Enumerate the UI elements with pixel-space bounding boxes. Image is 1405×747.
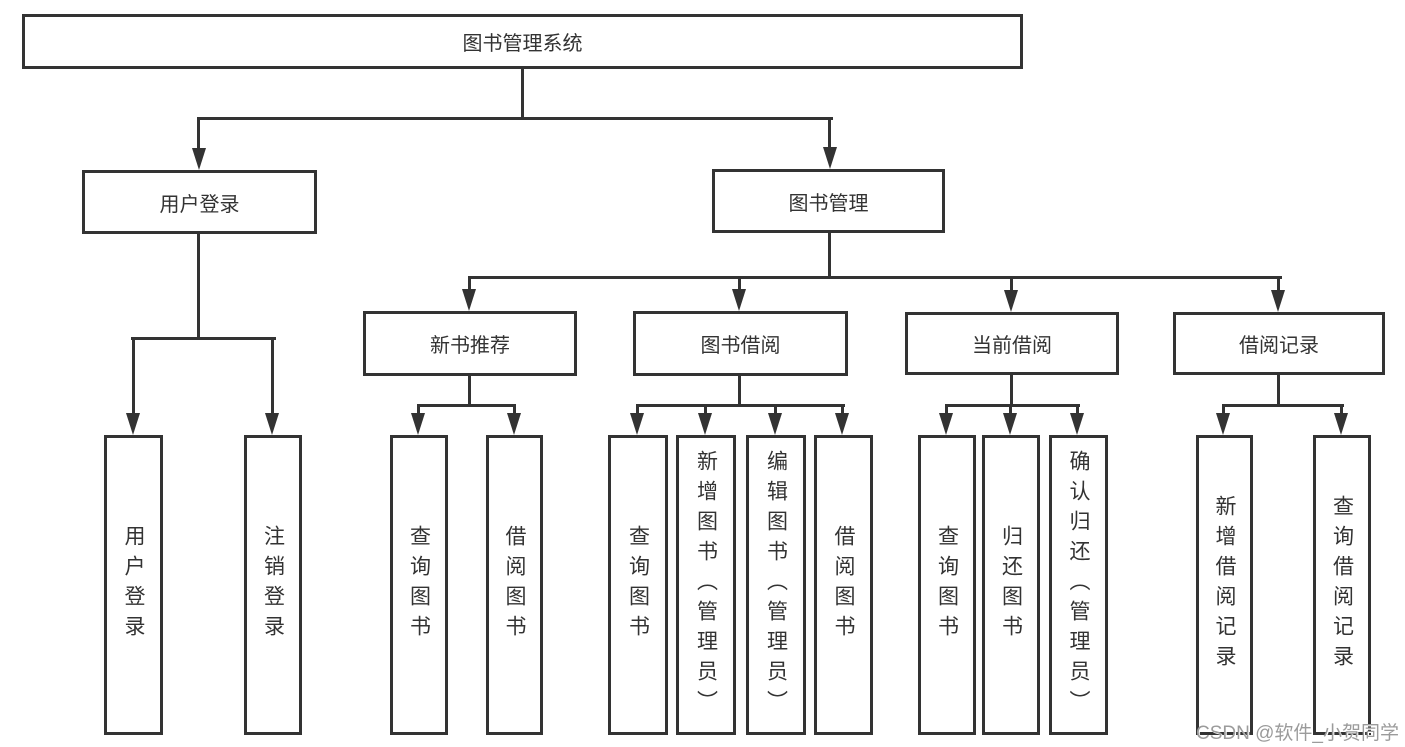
leaf-return-books-label: 归还图书 <box>999 525 1023 645</box>
arrow-down-query-borrow-record <box>1334 413 1348 435</box>
node-book-management-label: 图书管理 <box>788 192 869 215</box>
connector-level3-hbar <box>468 276 1282 279</box>
connector-stem-confirm-return-admin <box>1076 404 1079 414</box>
leaf-query-books-c-label: 查询图书 <box>935 525 959 645</box>
leaf-query-books-b: 查询图书 <box>608 435 668 735</box>
arrow-down-edit-books-admin <box>768 413 782 435</box>
arrow-down-query-books-b <box>630 413 644 435</box>
connector-stem-new-book-recommend <box>468 276 471 290</box>
connector-user-login-stem <box>197 234 200 340</box>
leaf-edit-books-admin: 编辑图书（管理员） <box>746 435 806 735</box>
connector-stem-query-books-a <box>417 404 420 414</box>
arrow-down-borrow-books-a <box>507 413 521 435</box>
leaf-add-borrow-record-label: 新增借阅记录 <box>1213 495 1236 675</box>
arrow-down-borrow-books-b <box>835 413 849 435</box>
connector-new-book-recommend-stem <box>468 376 471 406</box>
arrow-down-add-borrow-record <box>1216 413 1230 435</box>
node-root: 图书管理系统 <box>22 14 1023 69</box>
node-borrowing-records-label: 借阅记录 <box>1239 335 1319 357</box>
connector-current-borrowing-hbar <box>945 404 1080 407</box>
leaf-edit-books-admin-label: 编辑图书（管理员） <box>764 450 788 720</box>
connector-stem-borrow-books-b <box>841 404 844 414</box>
leaf-add-books-admin-label: 新增图书（管理员） <box>694 450 718 720</box>
arrow-down-user-login <box>192 148 206 170</box>
connector-borrowing-records-hbar <box>1222 404 1344 407</box>
node-book-borrowing: 图书借阅 <box>633 311 848 376</box>
connector-stem-book-borrowing <box>738 276 741 290</box>
node-new-book-recommend-label: 新书推荐 <box>430 335 510 357</box>
node-borrowing-records: 借阅记录 <box>1173 312 1385 375</box>
leaf-query-books-a-label: 查询图书 <box>407 525 431 645</box>
node-current-borrowing: 当前借阅 <box>905 312 1119 375</box>
leaf-confirm-return-admin-label: 确认归还（管理员） <box>1067 450 1090 720</box>
connector-book-borrowing-hbar <box>636 404 845 407</box>
arrow-down-confirm-return-admin <box>1070 413 1084 435</box>
node-user-login: 用户登录 <box>82 170 317 234</box>
connector-stem-borrow-books-a <box>513 404 516 414</box>
connector-stem-query-borrow-record <box>1340 404 1343 414</box>
leaf-borrow-books-b-label: 借阅图书 <box>832 525 855 645</box>
connector-user-login-hbar <box>131 337 276 340</box>
connector-stem-add-borrow-record <box>1222 404 1225 414</box>
connector-stem-query-books-b <box>636 404 639 414</box>
leaf-logout-label: 注销登录 <box>261 525 285 645</box>
arrow-down-add-books-admin <box>698 413 712 435</box>
arrow-down-leaf-logout <box>265 413 279 435</box>
leaf-add-books-admin: 新增图书（管理员） <box>676 435 736 735</box>
leaf-query-books-a: 查询图书 <box>390 435 448 735</box>
leaf-confirm-return-admin: 确认归还（管理员） <box>1049 435 1108 735</box>
connector-stem-add-books-admin <box>704 404 707 414</box>
leaf-add-borrow-record: 新增借阅记录 <box>1196 435 1253 735</box>
connector-stem-query-books-c <box>945 404 948 414</box>
node-current-borrowing-label: 当前借阅 <box>972 335 1052 357</box>
connector-root-hbar <box>197 117 833 120</box>
leaf-logout: 注销登录 <box>244 435 302 735</box>
connector-current-borrowing-stem <box>1010 375 1013 406</box>
arrow-down-query-books-c <box>939 413 953 435</box>
connector-stem-return-books <box>1009 404 1012 414</box>
arrow-down-query-books-a <box>411 413 425 435</box>
leaf-return-books: 归还图书 <box>982 435 1040 735</box>
node-root-label: 图书管理系统 <box>462 33 583 55</box>
leaf-user-login: 用户登录 <box>104 435 163 735</box>
leaf-query-borrow-record: 查询借阅记录 <box>1313 435 1371 735</box>
connector-stem-leaf-user-login <box>132 337 135 414</box>
connector-stem-book-management <box>828 117 831 149</box>
leaf-user-login-label: 用户登录 <box>122 525 145 645</box>
leaf-borrow-books-a: 借阅图书 <box>486 435 543 735</box>
node-new-book-recommend: 新书推荐 <box>363 311 577 376</box>
node-book-management: 图书管理 <box>712 169 945 233</box>
leaf-query-books-b-label: 查询图书 <box>626 525 650 645</box>
leaf-query-borrow-record-label: 查询借阅记录 <box>1330 495 1354 675</box>
node-book-borrowing-label: 图书借阅 <box>700 335 781 357</box>
arrow-down-new-book-recommend <box>462 289 476 311</box>
arrow-down-book-management <box>823 147 837 169</box>
connector-new-book-recommend-hbar <box>417 404 516 407</box>
leaf-borrow-books-b: 借阅图书 <box>814 435 873 735</box>
arrow-down-current-borrowing <box>1004 290 1018 312</box>
arrow-down-borrowing-records <box>1271 290 1285 312</box>
connector-stem-borrowing-records <box>1277 276 1280 291</box>
connector-book-management-stem <box>828 233 831 278</box>
connector-stem-edit-books-admin <box>774 404 777 414</box>
watermark: CSDN @软件_小贺同学 <box>1196 723 1399 744</box>
arrow-down-return-books <box>1003 413 1017 435</box>
connector-borrowing-records-stem <box>1277 375 1280 406</box>
connector-root-stem <box>521 69 524 120</box>
arrow-down-book-borrowing <box>732 289 746 311</box>
arrow-down-leaf-user-login <box>126 413 140 435</box>
node-user-login-label: 用户登录 <box>159 193 240 216</box>
connector-stem-user-login <box>197 117 200 150</box>
leaf-borrow-books-a-label: 借阅图书 <box>503 525 526 645</box>
leaf-query-books-c: 查询图书 <box>918 435 976 735</box>
connector-stem-current-borrowing <box>1010 276 1013 291</box>
connector-stem-leaf-logout <box>271 337 274 414</box>
connector-book-borrowing-stem <box>738 376 741 406</box>
